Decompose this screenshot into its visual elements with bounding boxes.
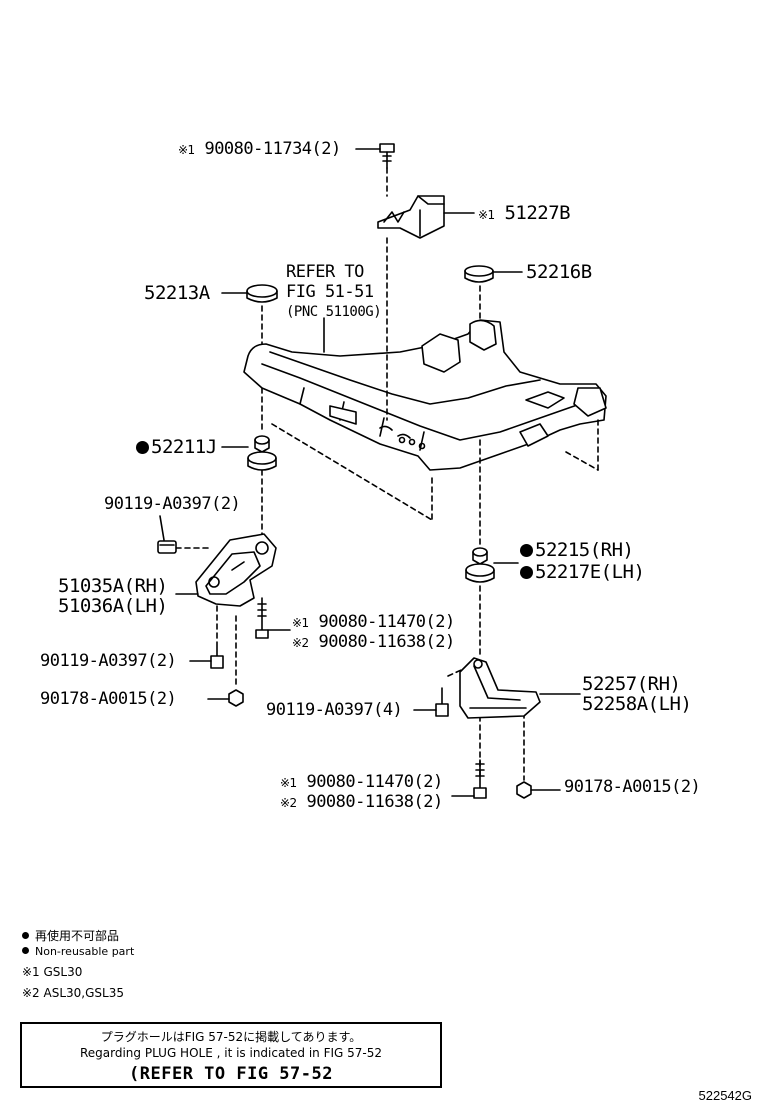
label-90119-b: 90119-A0397(2) <box>40 651 177 671</box>
non-reusable-dot-icon <box>22 947 29 954</box>
label-52215: 52215(RH) <box>520 539 634 561</box>
leader-90119-a <box>159 515 165 541</box>
label-52213A: 52213A <box>144 282 210 304</box>
part-number: 90080-11638(2) <box>318 632 455 652</box>
part-number: 51227B <box>504 202 571 224</box>
cushion-52216B-drawing <box>464 265 494 283</box>
label-bolt-low-2: ※2 90080-11638(2) <box>280 792 443 813</box>
note-mark: ※1 <box>178 143 195 157</box>
legend-text: Non-reusable part <box>35 945 135 958</box>
bracket-51035A-drawing <box>195 533 277 607</box>
legend-note-2: ※2 ASL30,GSL35 <box>22 986 124 1000</box>
part-number: 90080-11470(2) <box>306 772 443 792</box>
nut-90178-a-drawing <box>228 689 244 707</box>
label-bolt-top: ※1 90080-11734(2) <box>178 139 341 160</box>
legend-non-reusable-en: Non-reusable part <box>22 944 134 960</box>
refer-line-3: (PNC 51100G) <box>286 304 382 320</box>
non-reusable-dot-icon <box>22 932 29 939</box>
label-52217E: 52217E(LH) <box>520 561 645 583</box>
legend-note-1: ※1 GSL30 <box>22 965 83 979</box>
label-52216B: 52216B <box>526 261 592 283</box>
cushion-52215-drawing <box>465 547 495 583</box>
legend-non-reusable-jp: 再使用不可部品 <box>22 928 119 944</box>
label-51035A: 51035A(RH) <box>58 575 168 597</box>
label-90178-a: 90178-A0015(2) <box>40 689 177 709</box>
label-90119-a: 90119-A0397(2) <box>104 494 241 514</box>
bolt-90119-c-drawing <box>435 687 449 717</box>
non-reusable-dot-icon <box>520 544 533 557</box>
label-bolt-low-1: ※1 90080-11470(2) <box>280 772 443 793</box>
label-51227B: ※1 51227B <box>478 202 571 225</box>
label-52211J: 52211J <box>136 437 217 457</box>
bolt-90119-a-drawing <box>157 540 177 554</box>
label-90119-c: 90119-A0397(4) <box>266 700 403 720</box>
non-reusable-dot-icon <box>136 441 149 454</box>
note-mark: ※2 <box>280 796 297 810</box>
part-number: 52211J <box>151 436 217 458</box>
part-number: 52217E(LH) <box>535 561 645 583</box>
note-line-ref: (REFER TO FIG 57-52 <box>129 1064 333 1084</box>
figure-id: 522542G <box>698 1088 753 1103</box>
note-mark: ※2 <box>292 636 309 650</box>
refer-note: REFER TO FIG 51-51 (PNC 51100G) <box>286 262 382 322</box>
bolt-top-drawing <box>379 143 395 169</box>
note-line-jp: プラグホールはFIG 57‐52に掲載してあります。 <box>100 1030 362 1044</box>
bolt-low-drawing <box>473 759 487 799</box>
refer-line-1: REFER TO <box>286 262 364 282</box>
note-line-en: Regarding PLUG HOLE , it is indicated in… <box>79 1046 383 1060</box>
label-51036A: 51036A(LH) <box>58 595 168 617</box>
dashed-guides <box>175 167 599 781</box>
crossmember-drawing <box>243 319 607 471</box>
legend-text: 再使用不可部品 <box>35 929 120 943</box>
label-52258A: 52258A(LH) <box>582 693 692 715</box>
bolt-90119-b-drawing <box>210 641 224 669</box>
refer-line-2: FIG 51-51 <box>286 282 374 302</box>
label-90178-b: 90178-A0015(2) <box>564 777 701 797</box>
nut-90178-b-drawing <box>516 781 532 799</box>
part-number: 90080-11638(2) <box>306 792 443 812</box>
bracket-51227B-drawing <box>377 195 445 239</box>
cushion-52211J-drawing <box>247 435 277 471</box>
part-number: 90080-11470(2) <box>318 612 455 632</box>
plug-hole-note-box: プラグホールはFIG 57‐52に掲載してあります。 Regarding PLU… <box>20 1022 442 1088</box>
note-mark: ※1 <box>292 616 309 630</box>
cushion-52213A-drawing <box>246 284 278 303</box>
bolt-mid-drawing <box>255 597 269 639</box>
bracket-52257-drawing <box>459 657 541 719</box>
note-mark: ※1 <box>478 208 495 222</box>
part-number: 52215(RH) <box>535 539 634 561</box>
note-mark: ※1 <box>280 776 297 790</box>
label-bolt-mid-1: ※1 90080-11470(2) <box>292 612 455 633</box>
non-reusable-dot-icon <box>520 566 533 579</box>
label-52257: 52257(RH) <box>582 673 681 695</box>
label-bolt-mid-2: ※2 90080-11638(2) <box>292 632 455 653</box>
part-number: 90080-11734(2) <box>204 139 341 159</box>
